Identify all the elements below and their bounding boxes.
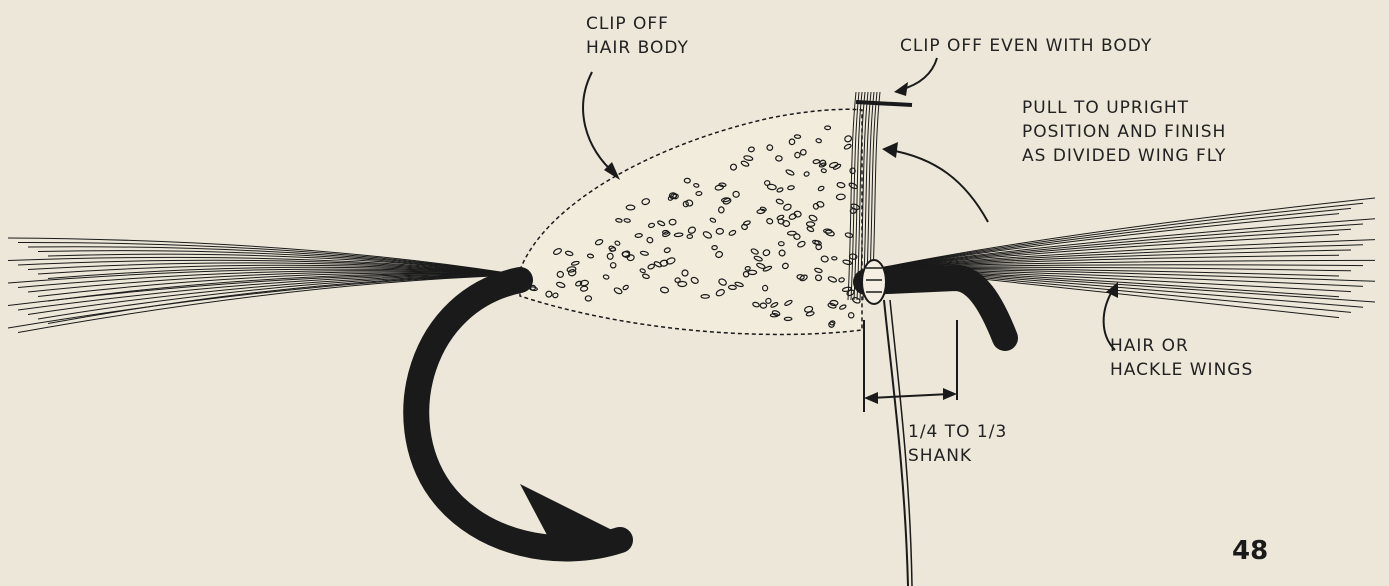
label-clip-hair-body: CLIP OFF HAIR BODY [586,12,689,60]
arrow-hair-body [583,72,616,175]
hair-hackle-wings [880,198,1375,318]
label-pull-upright: PULL TO UPRIGHT POSITION AND FINISH AS D… [1022,96,1226,168]
hook-bend [416,280,620,548]
clip-line [856,102,912,105]
label-shank-fraction: 1/4 TO 1/3 SHANK [908,420,1007,468]
page-number: 48 [1232,536,1268,566]
hair-body [520,109,862,334]
label-hair-hackle-wings: HAIR OR HACKLE WINGS [1110,334,1253,382]
label-clip-even-with-body: CLIP OFF EVEN WITH BODY [900,34,1152,58]
dimension-marker [864,320,957,412]
thread-wraps [862,260,886,304]
arrow-pull-upright [890,150,988,222]
